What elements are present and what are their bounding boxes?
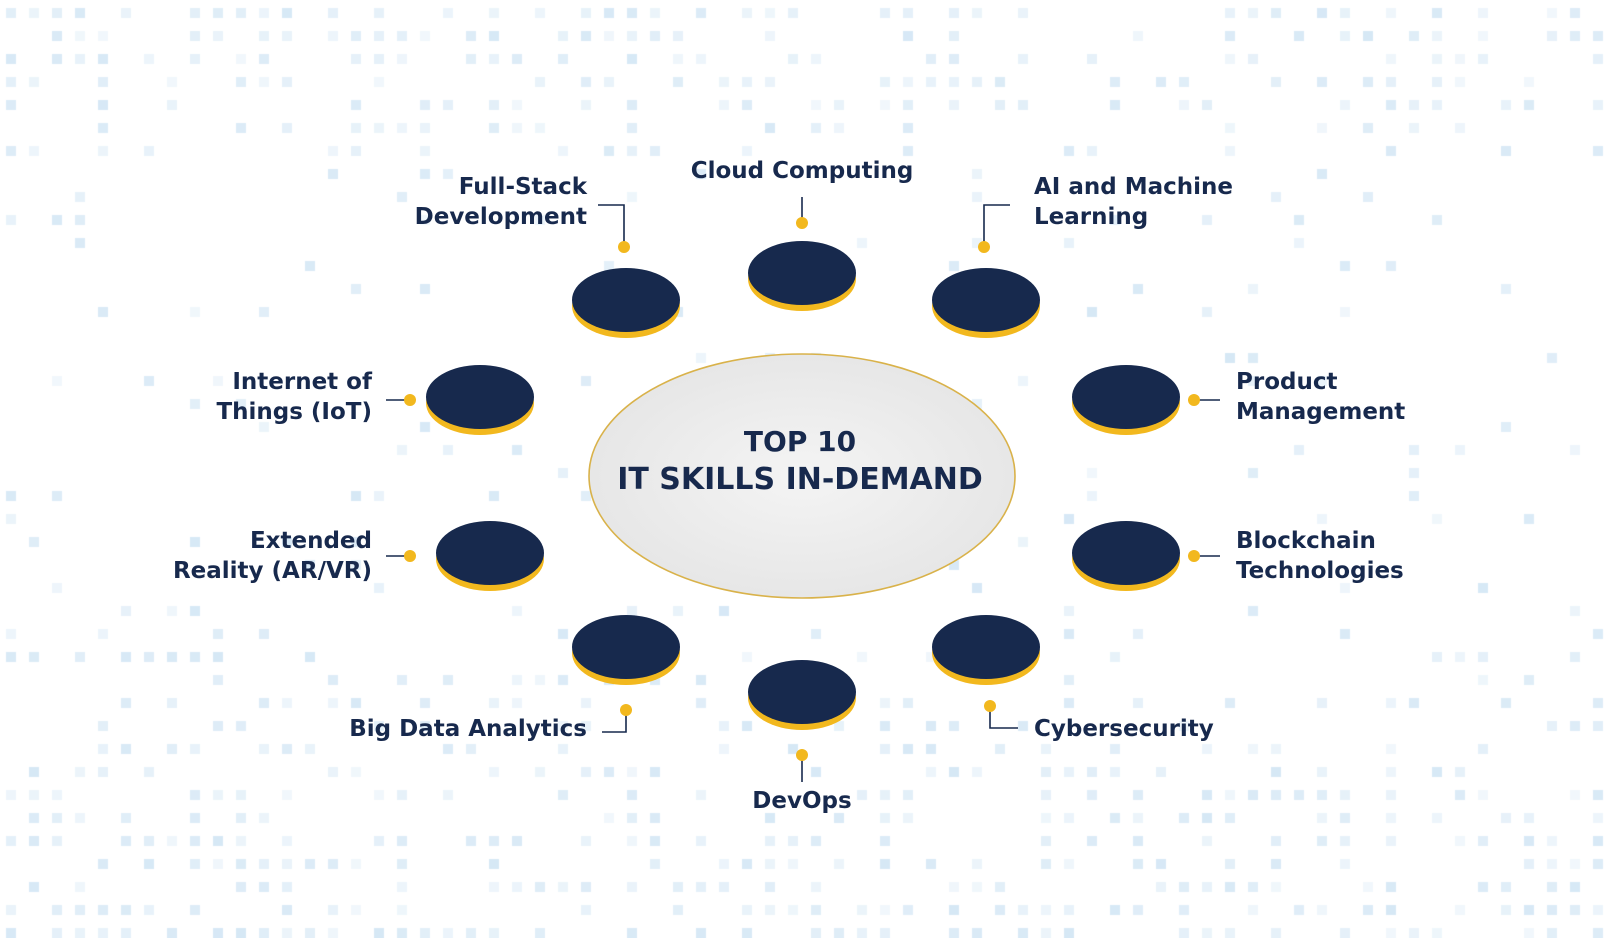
skill-label-line: Product bbox=[1236, 369, 1338, 395]
node-disc bbox=[932, 268, 1040, 332]
connector-dot bbox=[984, 700, 996, 712]
skill-label-line: Reality (AR/VR) bbox=[172, 558, 372, 584]
skill-label-xr: Extended Reality (AR/VR) bbox=[173, 526, 372, 586]
connector-dot bbox=[404, 394, 416, 406]
skill-label-devops: DevOps bbox=[682, 786, 922, 816]
connector-line bbox=[602, 712, 627, 733]
skill-label-line: Cybersecurity bbox=[1034, 716, 1214, 742]
skill-label-cyber: Cybersecurity bbox=[1034, 714, 1214, 744]
skill-label-line: Technologies bbox=[1236, 558, 1404, 584]
skill-label-line: Management bbox=[1236, 399, 1406, 425]
skill-node-ai bbox=[932, 204, 1040, 338]
connector-dot bbox=[618, 241, 630, 253]
node-disc bbox=[1072, 365, 1180, 429]
node-disc bbox=[426, 365, 534, 429]
skill-label-line: Internet of bbox=[232, 369, 372, 395]
connector-dot bbox=[1188, 394, 1200, 406]
connector-dot bbox=[404, 550, 416, 562]
connector-dot bbox=[1188, 550, 1200, 562]
connector-dot bbox=[978, 241, 990, 253]
skill-node-bigdata bbox=[572, 615, 680, 733]
skill-node-devops bbox=[748, 660, 856, 782]
skill-node-blockchain bbox=[1072, 521, 1220, 591]
skill-label-line: Full-Stack bbox=[458, 174, 587, 200]
skill-label-line: Cloud Computing bbox=[690, 158, 914, 184]
skill-label-line: AI and Machine bbox=[1034, 174, 1234, 200]
skill-label-ai: AI and Machine Learning bbox=[1034, 172, 1233, 232]
skill-label-blockchain: Blockchain Technologies bbox=[1236, 526, 1404, 586]
title-line-2: IT SKILLS IN-DEMAND bbox=[617, 462, 983, 497]
skill-label-fullstack: Full-Stack Development bbox=[415, 172, 587, 232]
connector-line bbox=[989, 708, 1018, 729]
skill-label-cloud: Cloud Computing bbox=[640, 156, 964, 186]
node-disc bbox=[436, 521, 544, 585]
skill-label-line: Blockchain bbox=[1236, 528, 1376, 554]
center-ellipse bbox=[588, 353, 1016, 599]
skill-label-line: Development bbox=[414, 204, 587, 230]
skill-node-iot bbox=[386, 365, 534, 435]
skill-label-line: DevOps bbox=[752, 788, 852, 814]
node-disc bbox=[572, 615, 680, 679]
skill-label-iot: Internet of Things (IoT) bbox=[216, 367, 372, 427]
connector-line bbox=[598, 204, 625, 244]
skill-label-bigdata: Big Data Analytics bbox=[349, 714, 587, 744]
skill-node-fullstack bbox=[572, 204, 680, 338]
connector-line bbox=[983, 204, 1010, 244]
skill-node-cloud bbox=[748, 197, 856, 311]
skill-node-cyber bbox=[932, 615, 1040, 729]
node-disc bbox=[748, 660, 856, 724]
skill-label-product: Product Management bbox=[1236, 367, 1405, 427]
node-disc bbox=[1072, 521, 1180, 585]
node-disc bbox=[748, 241, 856, 305]
diagram-title: TOP 10 IT SKILLS IN-DEMAND bbox=[600, 424, 1000, 500]
skill-label-line: Learning bbox=[1034, 204, 1149, 230]
connector-dot bbox=[620, 704, 632, 716]
skill-label-line: Big Data Analytics bbox=[349, 716, 587, 742]
node-disc bbox=[932, 615, 1040, 679]
skill-node-product bbox=[1072, 365, 1220, 435]
skill-label-line: Extended bbox=[249, 528, 372, 554]
connector-dot bbox=[796, 749, 808, 761]
connector-dot bbox=[796, 217, 808, 229]
skill-label-line: Things (IoT) bbox=[216, 399, 372, 425]
node-disc bbox=[572, 268, 680, 332]
title-line-1: TOP 10 bbox=[743, 425, 857, 458]
skill-node-xr bbox=[386, 521, 544, 591]
